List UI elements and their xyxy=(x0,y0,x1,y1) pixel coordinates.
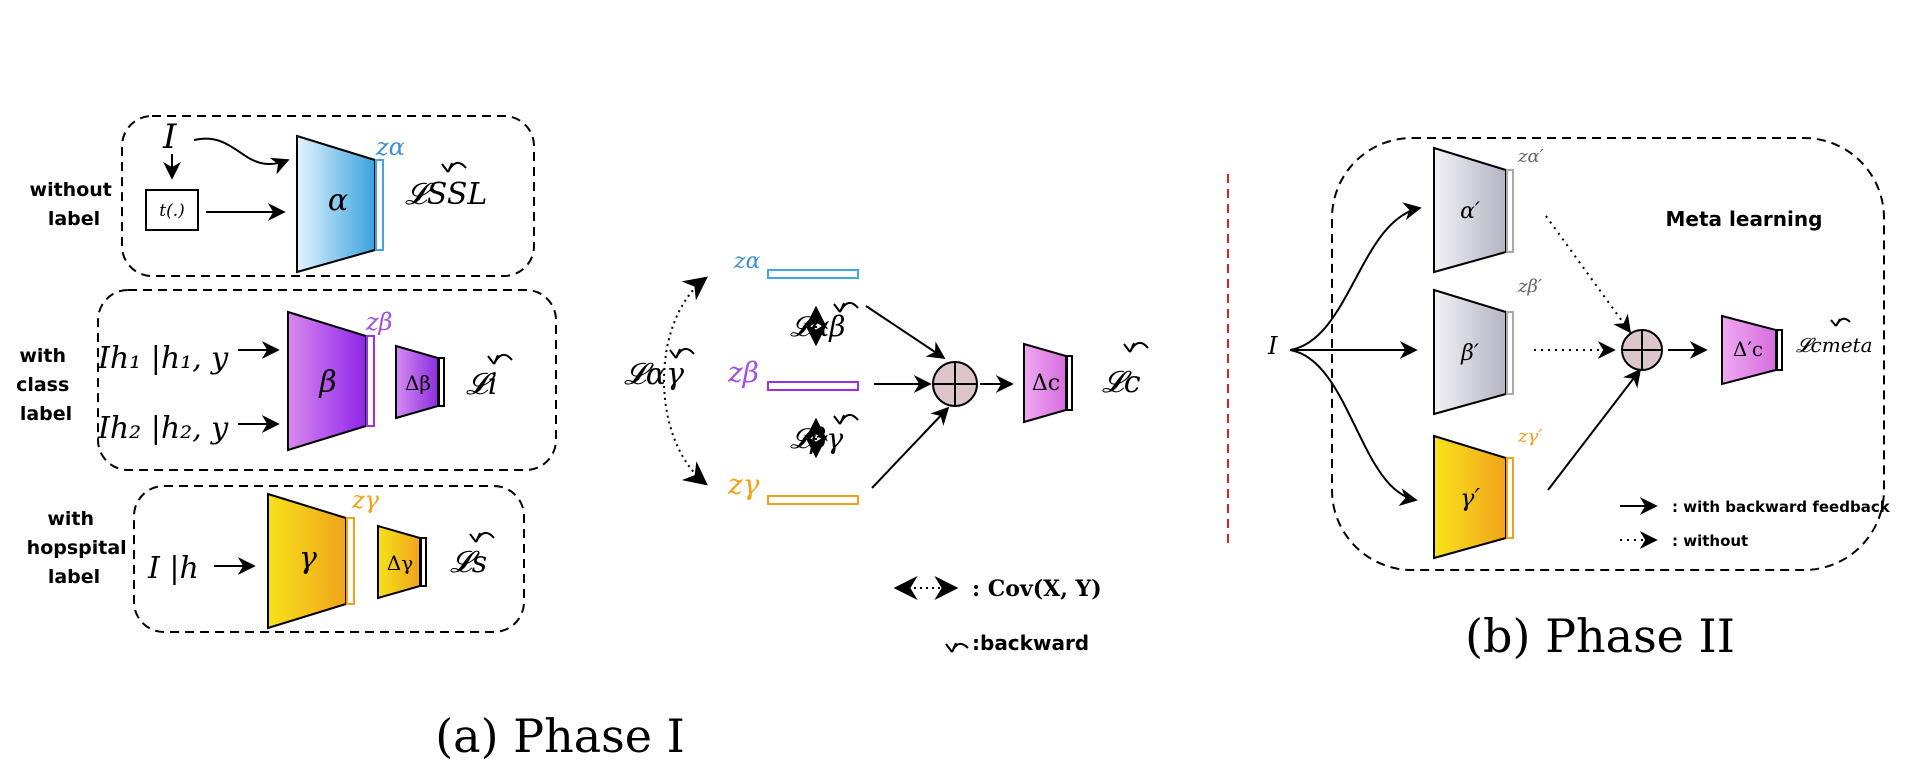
group-ssl: without label I t(.) α zα 𝓛SSL xyxy=(30,115,535,277)
embedding-gamma-prime-label: zγ′ xyxy=(1517,426,1542,447)
head-beta-label: Δβ xyxy=(405,371,431,395)
transform-label: t(.) xyxy=(159,201,185,221)
backward-icon-head xyxy=(1123,342,1135,353)
group-class-frame xyxy=(97,289,557,471)
encoder-beta-prime-label: β′ xyxy=(1460,341,1479,366)
embedding-beta-prime-label: zβ′ xyxy=(1517,276,1542,297)
backward-legend-label: :backward xyxy=(972,631,1089,655)
meta-frame xyxy=(1331,137,1885,571)
head-beta-bar xyxy=(438,357,445,407)
group-class: with class label Ih₁ |h₁, y Ih₂ |h₂, y β… xyxy=(16,289,557,471)
loss-c-label: 𝓛c xyxy=(1102,365,1141,400)
meta-loss-label: 𝓛cmeta xyxy=(1796,333,1873,357)
meta-sum-icon xyxy=(1622,330,1662,370)
phase2-input-label: I xyxy=(1267,332,1278,360)
backward-icon-head xyxy=(441,162,453,173)
embedding-beta-bar xyxy=(366,335,375,427)
embedding-beta-label: zβ xyxy=(365,308,393,336)
encoder-gamma-prime-label: γ′ xyxy=(1460,484,1480,512)
backward-icon-head xyxy=(1830,318,1841,327)
arrow-input-to-alpha xyxy=(193,137,290,175)
loss-alpha-beta-label: 𝓛αβ xyxy=(790,310,845,343)
group-hospital-side-label: with hopspital label xyxy=(27,508,134,588)
group-class-side-label: with class label xyxy=(16,345,76,425)
cov-legend-label: : Cov(X, Y) xyxy=(972,576,1102,602)
sum-icon xyxy=(933,362,977,406)
backward-icon-head xyxy=(669,348,681,359)
embedding-alpha-label: zα xyxy=(375,133,405,161)
legend-solid-label: : with backward feedback xyxy=(1672,498,1891,516)
caption-phase-1: (a) Phase I xyxy=(435,709,685,763)
transform-box xyxy=(145,189,199,231)
encoder-alpha-prime-label: α′ xyxy=(1460,199,1480,224)
backward-icon-head xyxy=(469,532,481,543)
center-fusion: zα zβ zγ 𝓛αβ 𝓛βγ 𝓛αγ Δc 𝓛c xyxy=(624,249,1149,505)
group-ssl-side-label: without label xyxy=(30,179,119,230)
head-gamma-bar xyxy=(420,537,427,587)
meta-head-bar xyxy=(1776,329,1783,371)
backward-icon-head xyxy=(487,354,499,365)
loss-ssl-label: 𝓛SSL xyxy=(405,177,487,212)
input-hospital-label: I |h xyxy=(147,551,199,586)
embedding-gamma-prime-bar xyxy=(1506,457,1514,539)
head-c-label: Δc xyxy=(1032,371,1060,396)
phase-2: Meta learning I α′ zα′ β′ zβ′ γ′ zγ′ Δ′c… xyxy=(1267,137,1891,571)
input-label: I xyxy=(162,117,177,157)
dotted-arrow-alpha-to-sum xyxy=(1545,215,1632,334)
center-z-beta-bar xyxy=(767,381,859,391)
backward-icon-head xyxy=(833,414,845,425)
meta-title: Meta learning xyxy=(1666,207,1823,231)
cov-arrow-alpha-gamma xyxy=(663,276,708,486)
center-z-beta-label: zβ xyxy=(727,356,759,389)
loss-i-label: 𝓛i xyxy=(466,367,497,402)
legend-dotted-label: : without xyxy=(1672,532,1748,550)
encoder-alpha-label: α xyxy=(328,183,348,218)
embedding-alpha-prime-label: zα′ xyxy=(1517,146,1544,167)
backward-icon-head xyxy=(833,302,845,313)
backward-legend-icon-head xyxy=(945,642,957,653)
embedding-alpha-prime-bar xyxy=(1506,169,1514,253)
loss-alpha-gamma-label: 𝓛αγ xyxy=(624,357,684,392)
center-z-alpha-bar xyxy=(767,269,859,279)
arrow-z-gamma-to-sum xyxy=(871,406,950,489)
embedding-gamma-label: zγ xyxy=(351,486,380,514)
center-z-gamma-label: zγ xyxy=(727,468,760,501)
meta-head-label: Δ′c xyxy=(1733,337,1763,361)
arrow-z-alpha-to-sum xyxy=(865,305,946,359)
head-c-bar xyxy=(1066,355,1073,411)
group-hospital: with hopspital label I |h γ zγ Δγ 𝓛s xyxy=(27,485,525,633)
center-z-alpha-label: zα xyxy=(733,249,761,274)
embedding-gamma-bar xyxy=(346,517,355,605)
head-gamma-label: Δγ xyxy=(387,551,413,575)
legend-phase-1: : Cov(X, Y) :backward xyxy=(893,576,1102,655)
input-1-label: Ih₁ |h₁, y xyxy=(97,341,229,376)
embedding-alpha-bar xyxy=(375,159,384,251)
caption-phase-2: (b) Phase II xyxy=(1465,609,1735,663)
arrow-input-to-gamma-prime xyxy=(1289,349,1418,506)
input-2-label: Ih₂ |h₂, y xyxy=(97,411,229,446)
loss-s-label: 𝓛s xyxy=(450,545,487,580)
embedding-beta-prime-bar xyxy=(1506,311,1514,395)
arrow-gamma-to-sum xyxy=(1547,368,1642,491)
encoder-beta-label: β xyxy=(318,365,336,400)
group-ssl-frame xyxy=(121,115,535,277)
encoder-gamma-label: γ xyxy=(299,541,317,576)
group-hospital-frame xyxy=(133,485,525,633)
arrow-input-to-alpha-prime xyxy=(1289,202,1422,351)
center-z-gamma-bar xyxy=(767,495,859,505)
loss-beta-gamma-label: 𝓛βγ xyxy=(790,422,844,455)
